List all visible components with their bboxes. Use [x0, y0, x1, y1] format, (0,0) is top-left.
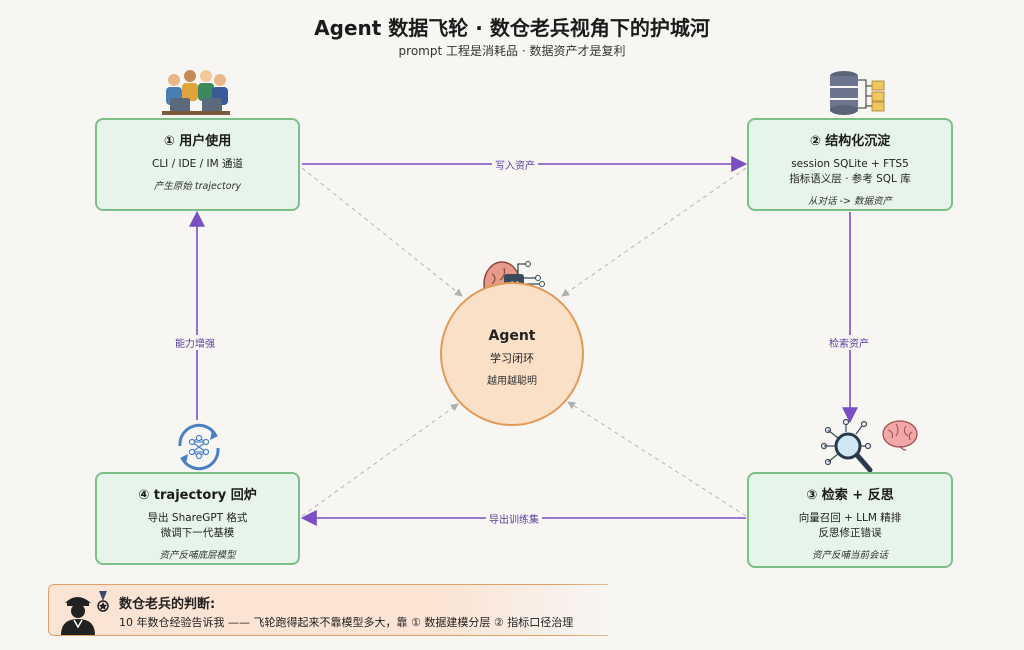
- fade-overlay: [560, 575, 1024, 650]
- page-title: Agent 数据飞轮 · 数仓老兵视角下的护城河: [314, 16, 710, 40]
- node-retrieve: ③ 检索 + 反思 向量召回 + LLM 精排 反思修正错误 资产反哺当前会话: [747, 472, 953, 568]
- people-icon: [162, 70, 230, 115]
- node-usage-note: 产生原始 trajectory: [153, 181, 242, 192]
- node-retrieve-note: 资产反哺当前会话: [811, 550, 888, 561]
- dashed-link-backflow: [301, 403, 459, 517]
- dashed-link-retrieve: [567, 401, 747, 517]
- dashed-link-usage: [301, 167, 463, 297]
- edge-label-write: 写入资产: [492, 157, 538, 172]
- soldier-icon: [61, 597, 95, 635]
- center-title: Agent: [488, 328, 536, 344]
- center-note: 越用越聪明: [487, 376, 537, 387]
- brain-icon: [882, 420, 918, 451]
- page-subtitle: prompt 工程是消耗品 · 数据资产才是复利: [398, 44, 626, 58]
- node-structure: ② 结构化沉淀 session SQLite + FTS5 指标语义层 · 参考…: [747, 118, 953, 211]
- center-subtitle: 学习闭环: [490, 352, 534, 365]
- node-structure-title: ② 结构化沉淀: [809, 134, 891, 149]
- dashed-link-structure: [561, 167, 747, 297]
- node-backflow-title: ④ trajectory 回炉: [138, 488, 257, 503]
- node-structure-note: 从对话 -> 数据资产: [808, 196, 892, 207]
- node-retrieve-line2: 反思修正错误: [818, 527, 882, 539]
- edge-label-retrieve: 检索资产: [826, 335, 872, 350]
- node-backflow-note: 资产反哺底层模型: [159, 550, 236, 561]
- footer-body: 10 年数仓经验告诉我 —— 飞轮跑得起来不靠模型多大，靠 ① 数据建模分层 ②…: [119, 616, 574, 629]
- node-usage-line1: CLI / IDE / IM 通道: [151, 158, 243, 170]
- center-agent: Agent 学习闭环 越用越聪明: [440, 282, 584, 426]
- node-retrieve-title: ③ 检索 + 反思: [806, 488, 894, 503]
- node-retrieve-line1: 向量召回 + LLM 精排: [798, 512, 902, 524]
- edge-label-enhance: 能力增强: [172, 335, 218, 350]
- node-structure-line2: 指标语义层 · 参考 SQL 库: [789, 173, 911, 185]
- node-backflow-line2: 微调下一代基模: [160, 527, 235, 539]
- node-usage-title: ① 用户使用: [163, 134, 232, 149]
- cycle-icon: [178, 423, 220, 471]
- node-structure-line1: session SQLite + FTS5: [791, 158, 909, 170]
- medal-icon: [97, 591, 109, 612]
- node-backflow: ④ trajectory 回炉 导出 ShareGPT 格式 微调下一代基模 资…: [95, 472, 300, 565]
- soldier-medal-icon: [61, 591, 109, 635]
- node-backflow-line1: 导出 ShareGPT 格式: [147, 512, 248, 524]
- footer-title: 数仓老兵的判断:: [119, 597, 216, 612]
- database-icon: [830, 71, 885, 115]
- magnifier-icon: [820, 418, 873, 473]
- footer-callout: 数仓老兵的判断: 10 年数仓经验告诉我 —— 飞轮跑得起来不靠模型多大，靠 ①…: [48, 584, 608, 636]
- node-usage: ① 用户使用 CLI / IDE / IM 通道 产生原始 trajectory: [95, 118, 300, 211]
- edge-label-export: 导出训练集: [486, 511, 542, 526]
